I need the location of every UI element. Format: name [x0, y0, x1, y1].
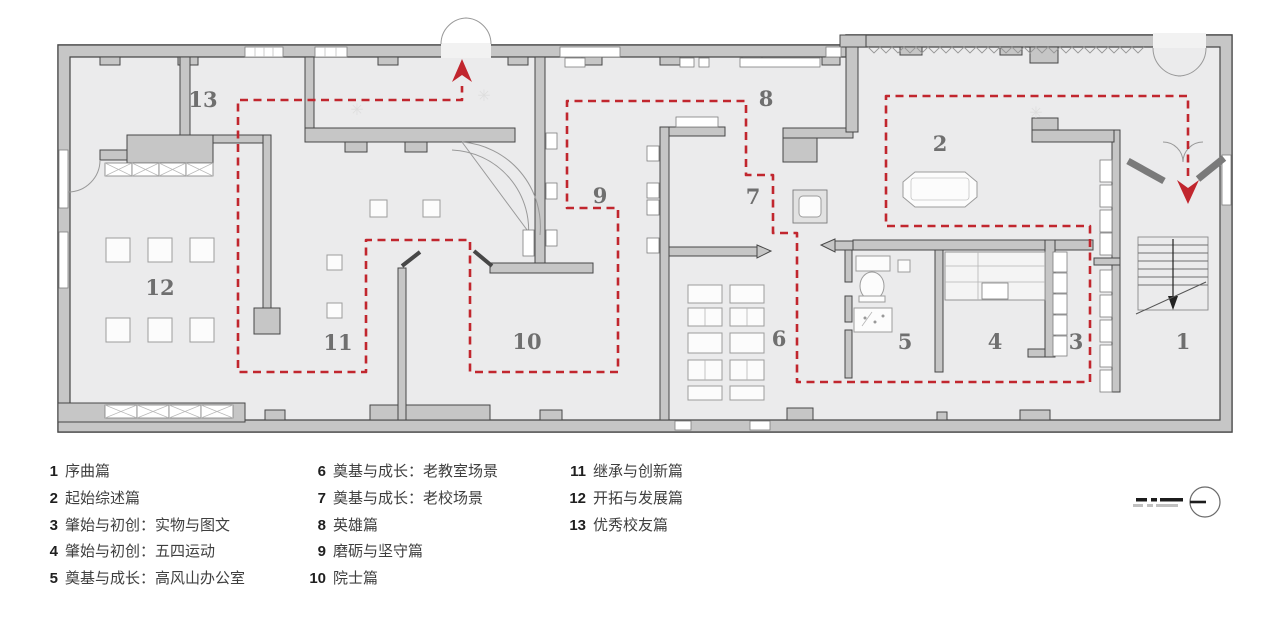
legend-item-number: 12 — [569, 489, 586, 507]
room-label-1: 1 — [1176, 329, 1191, 354]
room-label-4: 4 — [988, 329, 1003, 354]
legend-item-number: 2 — [49, 489, 58, 507]
exit-arrow-icon — [452, 59, 472, 82]
legend-column-3: 11 继承与创新篇 12 开拓与发展篇 13 优秀校友篇 — [560, 459, 683, 539]
legend-column-2: 6 奠基与成长：老教室场景 7 奠基与成长：老校场景 8 英雄篇 9 磨砺与坚守篇 10 院士篇 — [300, 459, 498, 593]
vitrine-row-crossed — [104, 162, 214, 177]
legend-item-text: 院士篇 — [333, 570, 379, 588]
door-arrow-icon — [819, 238, 836, 253]
legend-column-1: 1 序曲篇 2 起始综述篇 3 肇始与初创：实物与图文 4 肇始与初创：五四运动 5 奠基与成长：… — [40, 459, 245, 593]
legend-item-4: 4 肇始与初创：五四运动 — [40, 539, 245, 566]
legend-item-10: 10 院士篇 — [300, 566, 498, 593]
legend-item-number: 7 — [317, 489, 326, 507]
display-cases — [104, 57, 1113, 419]
room-label-5: 5 — [898, 329, 913, 354]
legend-item-number: 4 — [49, 543, 58, 561]
legend-item-1: 1 序曲篇 — [40, 459, 245, 486]
legend-item-number: 13 — [569, 516, 586, 534]
room-label-2: 2 — [933, 131, 948, 156]
legend-item-text: 磨砺与坚守篇 — [333, 543, 424, 561]
legend-item-number: 11 — [570, 463, 586, 480]
exit-door-swing — [440, 17, 468, 45]
legend-item-3: 3 肇始与初创：实物与图文 — [40, 513, 245, 540]
legend-item-12: 12 开拓与发展篇 — [560, 486, 683, 513]
curved-wall — [451, 141, 541, 241]
legend-item-text: 优秀校友篇 — [593, 516, 669, 534]
room-label-11: 11 — [323, 330, 352, 355]
bookshelf-room-4 — [944, 251, 1046, 301]
doors — [67, 17, 1207, 241]
legend-item-number: 8 — [317, 516, 326, 534]
legend-item-8: 8 英雄篇 — [300, 513, 498, 540]
stairs-down-icon — [1135, 236, 1209, 315]
legend-item-11: 11 继承与创新篇 — [560, 459, 683, 486]
entry-arrow-icon — [1177, 180, 1199, 204]
plant-icon: ✳ — [350, 100, 363, 119]
route-dashed-path — [236, 86, 1190, 384]
entry-door-swing — [1152, 47, 1182, 77]
room-label-9: 9 — [593, 183, 608, 208]
legend-item-text: 继承与创新篇 — [593, 463, 684, 480]
scale-bar-icon — [1133, 498, 1183, 507]
legend-item-5: 5 奠基与成长：高风山办公室 — [40, 566, 245, 593]
legend-item-text: 英雄篇 — [333, 516, 379, 534]
legend-item-text: 奠基与成长：老教室场景 — [333, 463, 499, 480]
vitrine-row-crossed-bottom — [104, 404, 234, 419]
room-label-7: 7 — [746, 184, 761, 209]
interior-walls — [99, 46, 1227, 421]
desk-icon — [853, 307, 893, 333]
legend-item-text: 奠基与成长：老校场景 — [333, 489, 484, 507]
building-shell — [57, 33, 1233, 433]
office-scene-room-5 — [853, 255, 911, 333]
legend-item-number: 6 — [317, 463, 326, 480]
legend-item-6: 6 奠基与成长：老教室场景 — [300, 459, 498, 486]
legend-item-text: 序曲篇 — [65, 463, 111, 480]
legend-item-number: 9 — [317, 543, 326, 561]
door-arrow-icon — [756, 244, 773, 259]
classroom-desks — [687, 284, 765, 401]
exit-door-opening — [441, 43, 491, 58]
plant-icons: ✳ ✳ ✳ — [350, 86, 1042, 122]
plant-icon: ✳ — [477, 86, 490, 105]
legend-item-text: 肇始与初创：实物与图文 — [65, 516, 231, 534]
legend-item-number: 1 — [49, 463, 58, 480]
plant-icon: ✳ — [1029, 103, 1042, 122]
legend-item-2: 2 起始综述篇 — [40, 486, 245, 513]
room-label-13: 13 — [188, 87, 217, 112]
legend-item-text: 奠基与成长：高风山办公室 — [65, 570, 246, 588]
visitor-route — [236, 59, 1199, 384]
room-label-12: 12 — [145, 275, 174, 300]
room-label-6: 6 — [772, 326, 787, 351]
legend-item-number: 3 — [49, 516, 58, 534]
column-room-7 — [792, 189, 828, 224]
legend-item-text: 肇始与初创：五四运动 — [65, 543, 216, 561]
legend-item-9: 9 磨砺与坚守篇 — [300, 539, 498, 566]
pedestals-room-11 — [326, 199, 441, 319]
room-label-8: 8 — [759, 86, 774, 111]
orientation-circle-icon — [1189, 486, 1221, 518]
legend-item-number: 10 — [309, 570, 326, 588]
legend-item-text: 起始综述篇 — [65, 489, 141, 507]
room-label-10: 10 — [512, 329, 541, 354]
legend-item-7: 7 奠基与成长：老校场景 — [300, 486, 498, 513]
furniture — [105, 171, 1046, 401]
legend-item-13: 13 优秀校友篇 — [560, 513, 683, 540]
entry-door-opening — [1153, 33, 1206, 48]
zigzag-wall-edge — [867, 46, 1145, 54]
table-room-2 — [902, 171, 978, 208]
legend-item-text: 开拓与发展篇 — [593, 489, 684, 507]
pedestals-room-12 — [105, 237, 215, 343]
column — [253, 307, 281, 335]
legend-item-number: 5 — [49, 570, 58, 588]
room-label-3: 3 — [1069, 329, 1084, 354]
